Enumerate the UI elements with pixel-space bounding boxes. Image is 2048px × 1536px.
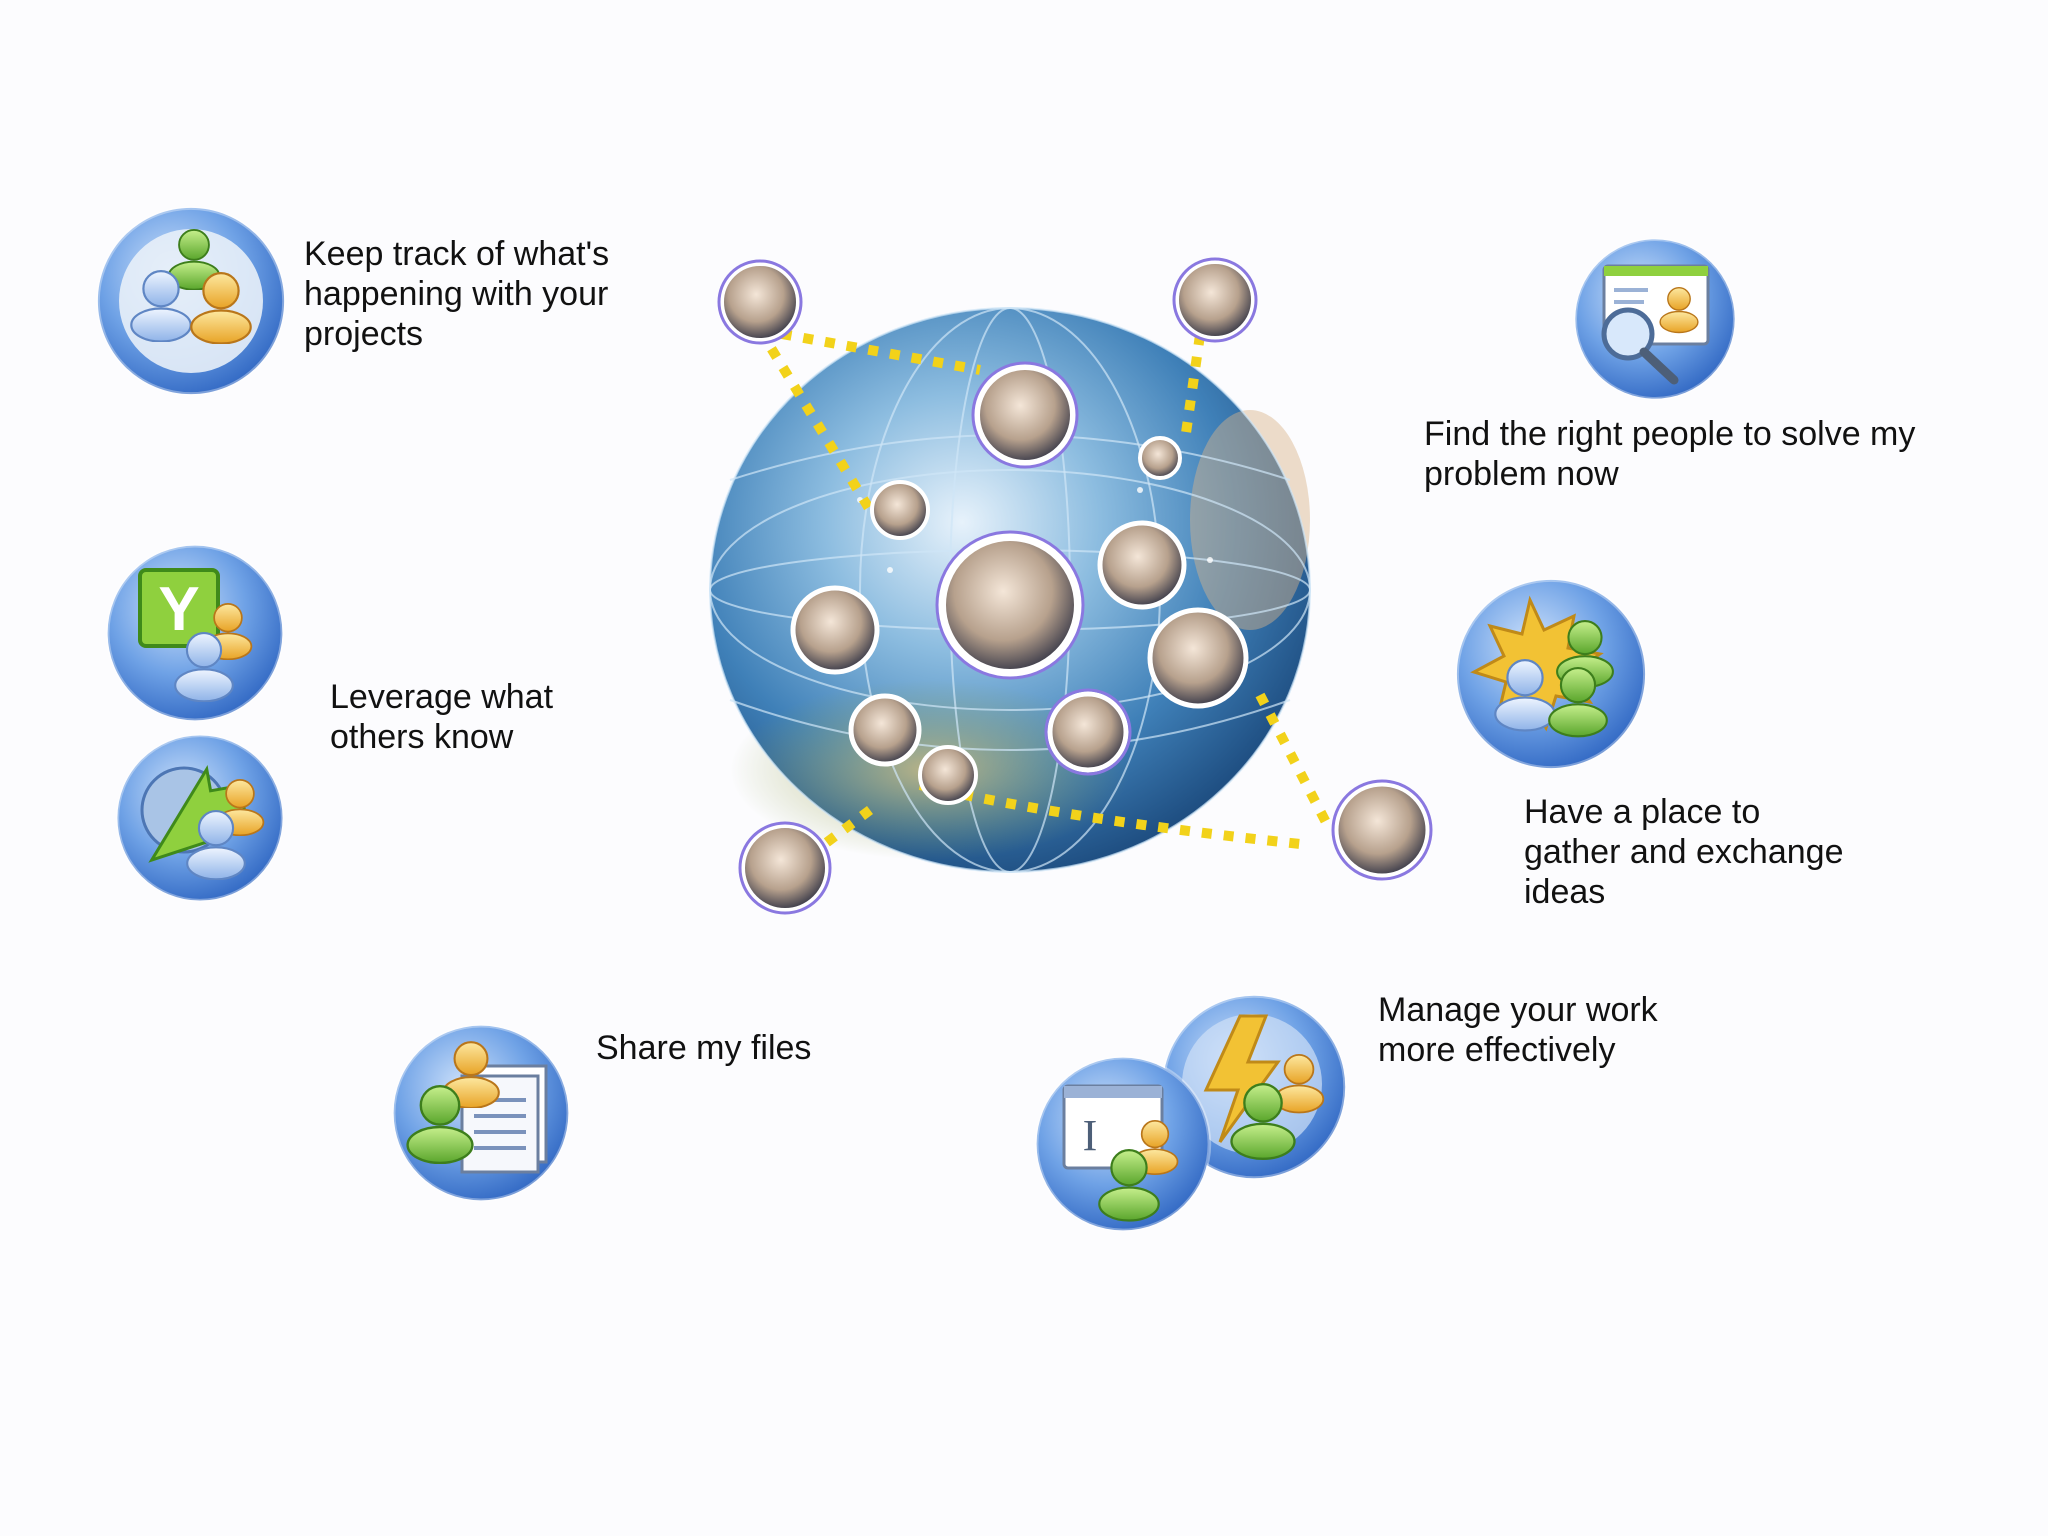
globe-diagram	[690, 240, 1330, 940]
person-photo	[971, 361, 1079, 469]
svg-text:Y: Y	[158, 575, 199, 644]
community-burst-icon	[1450, 576, 1652, 772]
person-photo	[1172, 257, 1258, 343]
people-bubbles	[717, 257, 1258, 915]
people-group-icon	[88, 204, 294, 398]
wiki-people-icon: Y	[102, 542, 288, 724]
person-photo	[1138, 436, 1182, 480]
svg-text:I: I	[1083, 1111, 1098, 1160]
share-files-label: Share my files	[596, 1029, 812, 1067]
person-photo	[738, 821, 832, 915]
people-files-icon	[384, 1022, 578, 1204]
person-photo	[1097, 520, 1187, 610]
edit-form-icon: I	[1028, 1054, 1218, 1234]
person-photo-right	[1330, 778, 1434, 882]
person-photo	[1044, 688, 1132, 776]
person-photo	[935, 530, 1085, 680]
manage-work-label: Manage your work more effectively	[1378, 991, 1658, 1069]
profile-search-icon	[1570, 236, 1740, 402]
find-people-label: Find the right people to solve my proble…	[1424, 415, 1916, 493]
person-photo	[717, 259, 803, 345]
connector-lines	[755, 325, 1330, 874]
person-photo	[918, 745, 978, 805]
activity-lightning-icon	[1156, 992, 1352, 1182]
projects-label: Keep track of what's happening with your…	[304, 235, 610, 353]
gather-ideas-label: Have a place to gather and exchange idea…	[1524, 793, 1844, 911]
person-photo	[790, 585, 880, 675]
globe-share-icon	[104, 732, 296, 904]
leverage-label: Leverage what others know	[330, 678, 554, 756]
person-photo	[870, 480, 930, 540]
person-photo	[1147, 607, 1249, 709]
person-photo	[848, 693, 922, 767]
